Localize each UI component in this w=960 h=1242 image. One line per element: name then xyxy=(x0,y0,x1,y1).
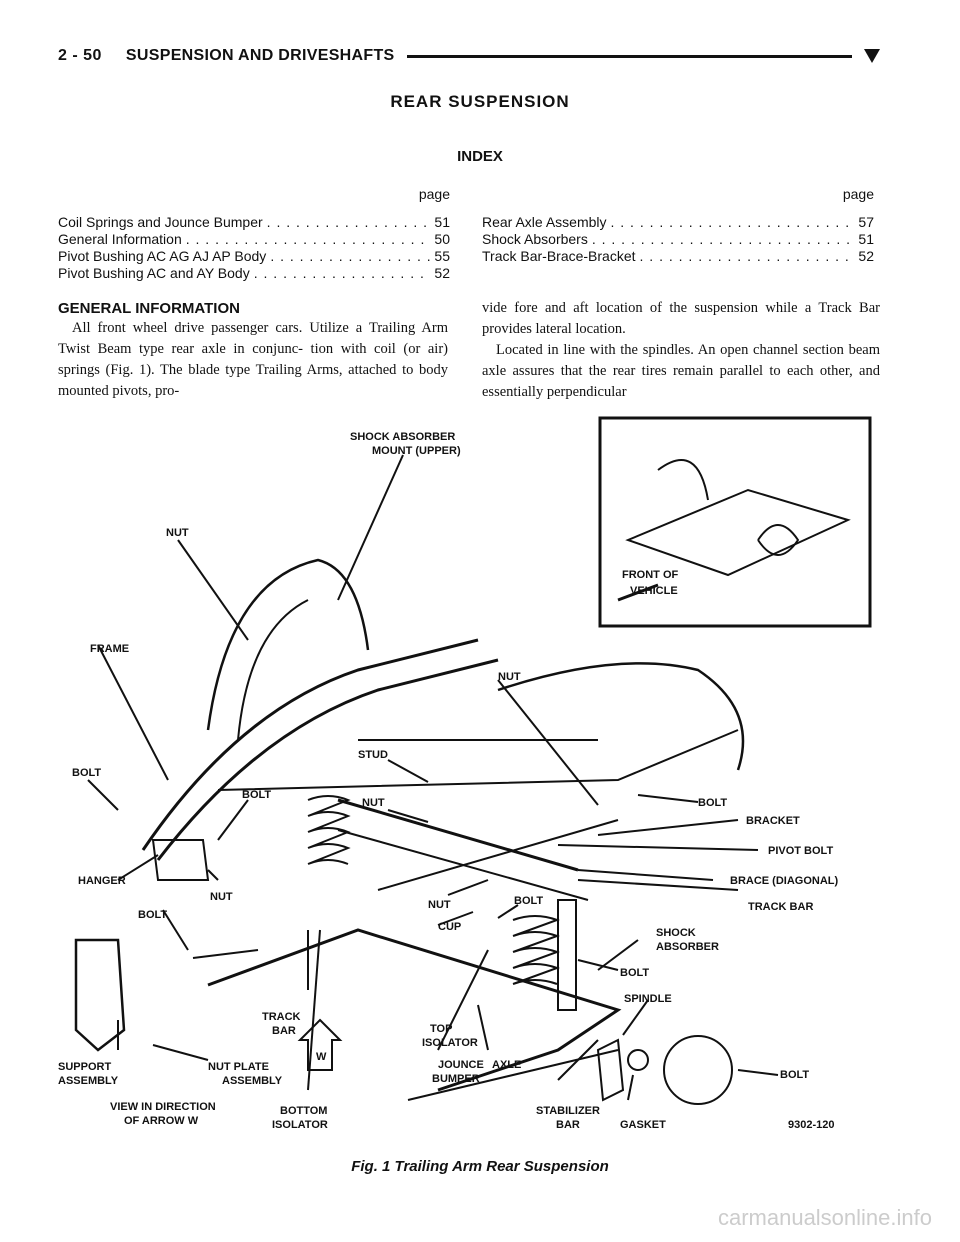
page-column-label: page xyxy=(842,186,874,202)
label-gasket: GASKET xyxy=(620,1119,666,1131)
label-support-assembly-2: ASSEMBLY xyxy=(58,1075,119,1087)
label-bolt: BOLT xyxy=(514,895,543,907)
label-track-bar: TRACK xyxy=(262,1011,301,1023)
index-entry[interactable]: General Information50 xyxy=(58,231,450,248)
page-title: REAR SUSPENSION xyxy=(390,92,570,111)
label-top-isolator-2: ISOLATOR xyxy=(422,1037,478,1049)
label-stabilizer-bar: STABILIZER xyxy=(536,1105,600,1117)
label-nut: NUT xyxy=(210,891,233,903)
label-bolt: BOLT xyxy=(698,797,727,809)
label-bolt: BOLT xyxy=(138,909,167,921)
label-track-bar-2: BAR xyxy=(272,1025,296,1037)
index-entry[interactable]: Coil Springs and Jounce Bumper51 xyxy=(58,214,450,231)
label-frame: FRAME xyxy=(90,643,129,655)
label-bolt: BOLT xyxy=(780,1069,809,1081)
label-spindle: SPINDLE xyxy=(624,993,672,1005)
label-nut: NUT xyxy=(362,797,385,809)
watermark: carmanualsonline.info xyxy=(717,1205,932,1230)
label-arrow-w: W xyxy=(316,1051,327,1063)
label-hanger: HANGER xyxy=(78,875,126,887)
figure-caption: Fig. 1 Trailing Arm Rear Suspension xyxy=(351,1158,609,1175)
page-number: 2 - 50 xyxy=(58,47,102,64)
section-title: SUSPENSION AND DRIVESHAFTS xyxy=(125,47,395,64)
label-nut-plate-assembly-2: ASSEMBLY xyxy=(222,1075,283,1087)
index-entry[interactable]: Pivot Bushing AC AG AJ AP Body55 xyxy=(58,248,450,265)
body-text-right: vide fore and aft location of the suspen… xyxy=(482,298,880,403)
label-nut: NUT xyxy=(498,671,521,683)
label-shock-absorber-mount-upper: SHOCK ABSORBER xyxy=(350,431,455,443)
figure-code: 9302-120 xyxy=(788,1119,835,1131)
label-jounce-bumper-2: BUMPER xyxy=(432,1073,480,1085)
page-column-label: page xyxy=(418,186,450,202)
index-entry[interactable]: Rear Axle Assembly57 xyxy=(482,214,874,231)
label-stabilizer-bar-2: BAR xyxy=(556,1119,580,1131)
label-view-in-direction-2: OF ARROW W xyxy=(124,1115,199,1127)
label-track-bar: TRACK BAR xyxy=(748,901,813,913)
label-shock-absorber-mount-upper-2: MOUNT (UPPER) xyxy=(372,445,461,457)
label-shock-absorber-2: ABSORBER xyxy=(656,941,719,953)
label-bracket: BRACKET xyxy=(746,815,800,827)
index-column-left: page Coil Springs and Jounce Bumper51 Ge… xyxy=(58,186,450,282)
label-top-isolator: TOP xyxy=(430,1023,452,1035)
label-cup: CUP xyxy=(438,921,461,933)
body-text-left: All front wheel drive passenger cars. Ut… xyxy=(58,318,448,402)
label-pivot-bolt: PIVOT BOLT xyxy=(768,845,833,857)
index-column-right: page Rear Axle Assembly57 Shock Absorber… xyxy=(482,186,874,265)
index-entry[interactable]: Shock Absorbers51 xyxy=(482,231,874,248)
label-brace-diagonal: BRACE (DIAGONAL) xyxy=(730,875,838,887)
paragraph: All front wheel drive passenger cars. Ut… xyxy=(58,320,448,399)
label-support-assembly: SUPPORT xyxy=(58,1061,111,1073)
index-heading: INDEX xyxy=(457,148,503,165)
label-jounce-bumper: JOUNCE xyxy=(438,1059,484,1071)
label-bottom-isolator: BOTTOM xyxy=(280,1105,327,1117)
label-shock-absorber: SHOCK xyxy=(656,927,696,939)
label-nut: NUT xyxy=(428,899,451,911)
diagram-artwork xyxy=(74,416,872,1105)
chrysler-triangle-icon xyxy=(864,49,880,63)
label-nut-plate-assembly: NUT PLATE xyxy=(208,1061,269,1073)
label-front-of-vehicle-2: VEHICLE xyxy=(630,585,678,597)
label-bottom-isolator-2: ISOLATOR xyxy=(272,1119,328,1131)
index-entry[interactable]: Track Bar-Brace-Bracket52 xyxy=(482,248,874,265)
diagram-labels: SHOCK ABSORBER MOUNT (UPPER) NUT FRAME F… xyxy=(58,431,838,1131)
suspension-diagram: SHOCK ABSORBER MOUNT (UPPER) NUT FRAME F… xyxy=(58,416,872,1131)
label-front-of-vehicle: FRONT OF xyxy=(622,569,678,581)
label-bolt: BOLT xyxy=(620,967,649,979)
header-rule xyxy=(406,54,852,58)
figure-trailing-arm-rear-suspension: SHOCK ABSORBER MOUNT (UPPER) NUT FRAME F… xyxy=(58,410,880,1150)
index-entry[interactable]: Pivot Bushing AC and AY Body52 xyxy=(58,265,450,282)
label-nut: NUT xyxy=(166,527,189,539)
label-bolt: BOLT xyxy=(242,789,271,801)
label-bolt: BOLT xyxy=(72,767,101,779)
section-heading: GENERAL INFORMATION xyxy=(58,300,240,317)
paragraph: Located in line with the spindles. An op… xyxy=(482,342,880,400)
page-header: 2 - 50 SUSPENSION AND DRIVESHAFTS xyxy=(58,44,880,68)
label-view-in-direction: VIEW IN DIRECTION xyxy=(110,1101,216,1113)
label-stud: STUD xyxy=(358,749,388,761)
label-axle: AXLE xyxy=(492,1059,521,1071)
paragraph: vide fore and aft location of the suspen… xyxy=(482,300,880,337)
